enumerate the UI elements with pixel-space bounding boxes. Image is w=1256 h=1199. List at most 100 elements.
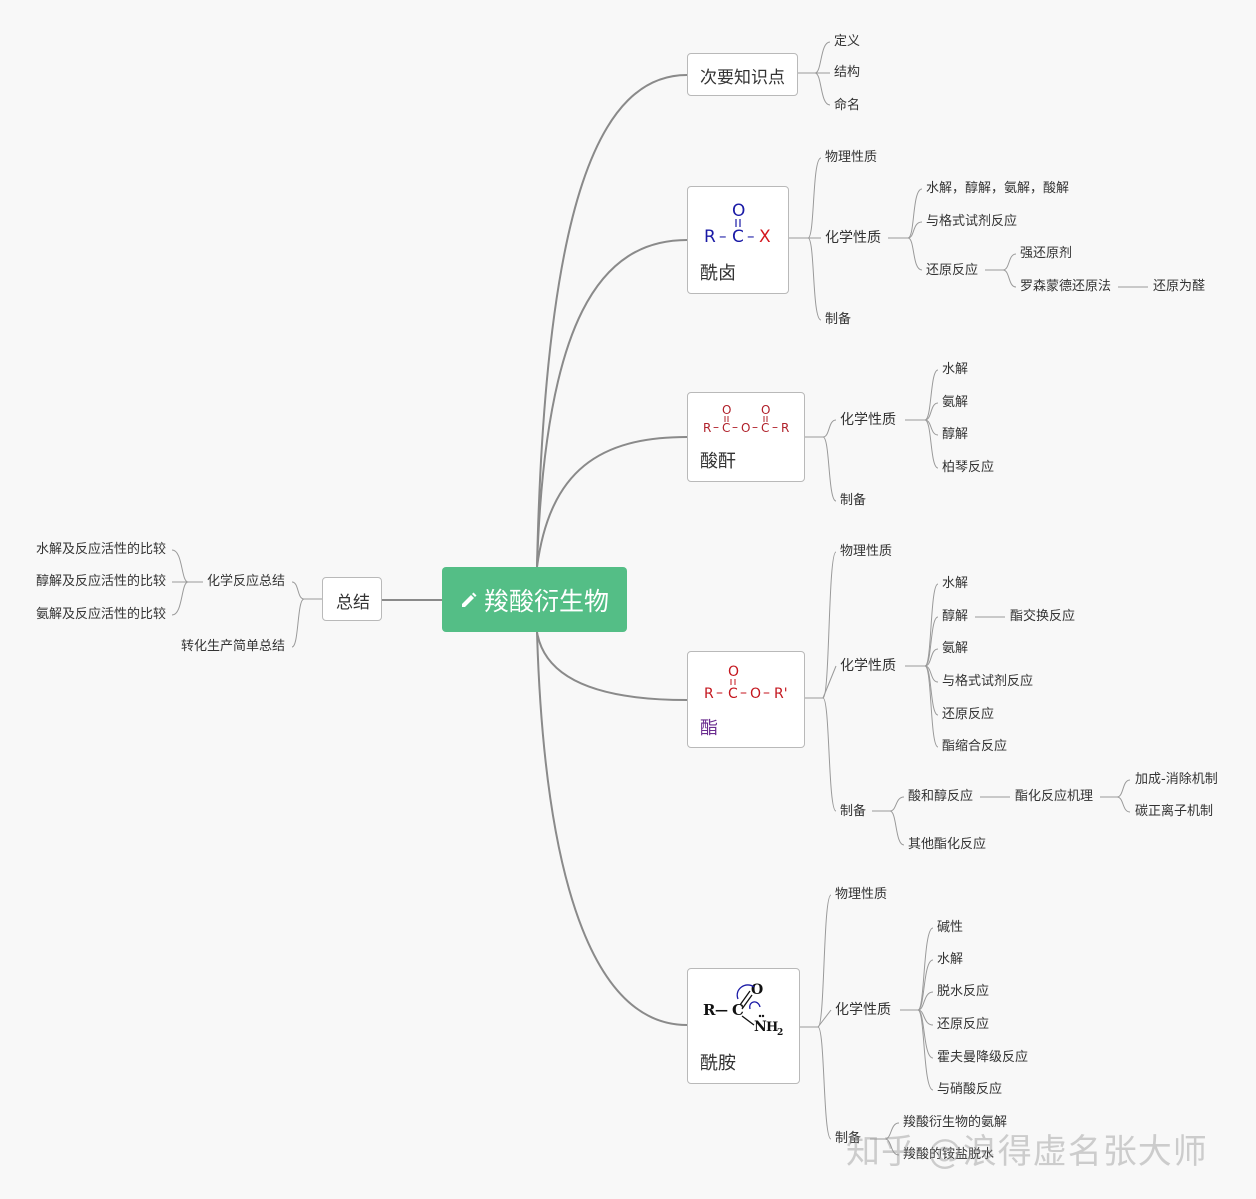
ester-chem-1[interactable]: 水解 bbox=[942, 576, 969, 591]
formula-dash-1: – bbox=[713, 420, 719, 434]
anhydride-title: 酸酐 bbox=[700, 451, 736, 472]
amide-title: 酰胺 bbox=[700, 1053, 736, 1074]
formula-dash-4: – bbox=[772, 420, 778, 434]
acyl-halide-rosenmund-result[interactable]: 还原为醛 bbox=[1153, 279, 1206, 294]
formula-x: X bbox=[759, 227, 771, 247]
minor-topic-title: 次要知识点 bbox=[700, 68, 785, 88]
formula-r: R bbox=[704, 227, 716, 247]
amide-chem-2[interactable]: 水解 bbox=[937, 952, 964, 967]
acyl-halide-chem-2[interactable]: 与格式试剂反应 bbox=[926, 214, 1018, 229]
summary-title: 总结 bbox=[336, 593, 370, 613]
formula-c: C bbox=[728, 686, 738, 702]
acyl-halide-node[interactable]: O R – C – X 酰卤 bbox=[687, 186, 789, 294]
formula-c: C bbox=[732, 227, 744, 247]
formula-r-2: R bbox=[781, 421, 789, 435]
amide-chemical[interactable]: 化学性质 bbox=[835, 1002, 891, 1018]
formula-r-prime: R' bbox=[774, 686, 788, 702]
ester-chem-4[interactable]: 与格式试剂反应 bbox=[942, 674, 1034, 689]
formula-dash-1: – bbox=[719, 227, 727, 245]
formula-o: O bbox=[751, 982, 763, 998]
ester-physical[interactable]: 物理性质 bbox=[840, 544, 893, 559]
anhydride-chem-2[interactable]: 氨解 bbox=[942, 395, 969, 410]
formula-sub-2: 2 bbox=[777, 1028, 783, 1038]
summary-conversion[interactable]: 转化生产简单总结 bbox=[181, 639, 286, 654]
amide-prep-2[interactable]: 羧酸的铵盐脱水 bbox=[903, 1147, 995, 1162]
amide-prep[interactable]: 制备 bbox=[835, 1131, 862, 1146]
amide-chem-1[interactable]: 碱性 bbox=[937, 920, 964, 935]
ester-formula: O R – C – O – R' bbox=[704, 664, 788, 702]
ester-alcoholysis-sub[interactable]: 酯交换反应 bbox=[1010, 609, 1076, 624]
minor-topic-node[interactable]: 次要知识点 bbox=[687, 53, 798, 96]
formula-r: R bbox=[703, 1001, 716, 1019]
ester-prep[interactable]: 制备 bbox=[840, 804, 867, 819]
formula-dash-2: – bbox=[740, 685, 747, 701]
formula-dash-3: – bbox=[763, 685, 770, 701]
ester-chem-6[interactable]: 酯缩合反应 bbox=[942, 739, 1008, 754]
formula-dash-2: – bbox=[747, 227, 755, 245]
summary-reaction-2[interactable]: 醇解及反应活性的比较 bbox=[36, 574, 167, 589]
amide-chem-3[interactable]: 脱水反应 bbox=[937, 984, 990, 999]
amide-physical[interactable]: 物理性质 bbox=[835, 887, 888, 902]
watermark: 知乎 @浪得虚名张大师 bbox=[846, 1132, 1208, 1172]
formula-dash-1: – bbox=[716, 685, 723, 701]
acyl-halide-physical[interactable]: 物理性质 bbox=[825, 150, 878, 165]
formula-c-2: C bbox=[761, 421, 769, 435]
amide-prep-1[interactable]: 羧酸衍生物的氨解 bbox=[903, 1115, 1008, 1130]
anhydride-prep[interactable]: 制备 bbox=[840, 493, 867, 508]
amide-chem-4[interactable]: 还原反应 bbox=[937, 1017, 990, 1032]
formula-dash-2: – bbox=[732, 420, 738, 434]
amide-chem-5[interactable]: 霍夫曼降级反应 bbox=[937, 1050, 1029, 1065]
ester-title: 酯 bbox=[700, 718, 718, 739]
ester-chemical[interactable]: 化学性质 bbox=[840, 658, 896, 674]
ester-mechanism-2[interactable]: 碳正离子机制 bbox=[1135, 804, 1214, 819]
formula-r-1: R bbox=[703, 421, 711, 435]
acyl-halide-reduction-1[interactable]: 强还原剂 bbox=[1020, 246, 1073, 261]
anhydride-chem-3[interactable]: 醇解 bbox=[942, 427, 969, 442]
ester-mechanism-1[interactable]: 加成-消除机制 bbox=[1135, 772, 1218, 787]
formula-o-top: O bbox=[728, 664, 739, 680]
acyl-halide-reduction-2[interactable]: 罗森蒙德还原法 bbox=[1020, 279, 1112, 294]
amide-chem-6[interactable]: 与硝酸反应 bbox=[937, 1082, 1003, 1097]
summary-node[interactable]: 总结 bbox=[322, 577, 382, 621]
acyl-halide-title: 酰卤 bbox=[700, 263, 736, 284]
acyl-halide-formula: O R – C – X bbox=[704, 201, 771, 247]
summary-reaction-1[interactable]: 水解及反应活性的比较 bbox=[36, 542, 167, 557]
amide-node[interactable]: R — C O N H 2 酰胺 bbox=[687, 968, 800, 1084]
ester-chem-3[interactable]: 氨解 bbox=[942, 641, 969, 656]
formula-c-1: C bbox=[722, 421, 730, 435]
acyl-halide-prep[interactable]: 制备 bbox=[825, 312, 852, 327]
formula-c: C bbox=[732, 1001, 744, 1019]
formula-o-bridge: O bbox=[741, 421, 750, 435]
formula-o-bridge: O bbox=[750, 686, 761, 702]
ester-chem-2[interactable]: 醇解 bbox=[942, 609, 969, 624]
ester-prep-1[interactable]: 酸和醇反应 bbox=[908, 789, 974, 804]
amide-formula: R — C O N H 2 bbox=[703, 982, 783, 1038]
ester-chem-5[interactable]: 还原反应 bbox=[942, 707, 995, 722]
pencil-icon bbox=[461, 592, 477, 607]
anhydride-node[interactable]: O O R – C – O – C – R 酸酐 bbox=[687, 392, 805, 482]
acyl-halide-chem-1[interactable]: 水解，醇解，氨解，酸解 bbox=[926, 181, 1070, 196]
minor-item-naming[interactable]: 命名 bbox=[834, 98, 861, 113]
anhydride-chem-1[interactable]: 水解 bbox=[942, 362, 969, 377]
anhydride-chem-4[interactable]: 柏琴反应 bbox=[942, 460, 995, 475]
root-topic[interactable]: 羧酸衍生物 bbox=[442, 567, 627, 632]
formula-o-2: O bbox=[761, 403, 770, 417]
formula-h: H bbox=[766, 1020, 778, 1035]
minor-item-definition[interactable]: 定义 bbox=[834, 34, 861, 49]
ester-prep-2[interactable]: 其他酯化反应 bbox=[908, 837, 987, 852]
summary-reaction-3[interactable]: 氨解及反应活性的比较 bbox=[36, 607, 167, 622]
ester-node[interactable]: O R – C – O – R' 酯 bbox=[687, 651, 805, 748]
minor-item-structure[interactable]: 结构 bbox=[834, 65, 861, 80]
anhydride-formula: O O R – C – O – C – R bbox=[703, 403, 789, 435]
anhydride-chemical[interactable]: 化学性质 bbox=[840, 412, 896, 428]
formula-dash: — bbox=[715, 1003, 728, 1018]
formula-r: R bbox=[704, 686, 714, 702]
summary-reaction[interactable]: 化学反应总结 bbox=[207, 574, 286, 589]
formula-n: N bbox=[754, 1019, 767, 1035]
acyl-halide-chemical[interactable]: 化学性质 bbox=[825, 230, 881, 246]
ester-mechanism[interactable]: 酯化反应机理 bbox=[1015, 789, 1094, 804]
acyl-halide-chem-3[interactable]: 还原反应 bbox=[926, 263, 979, 278]
root-title: 羧酸衍生物 bbox=[483, 586, 609, 616]
formula-o: O bbox=[732, 201, 745, 221]
